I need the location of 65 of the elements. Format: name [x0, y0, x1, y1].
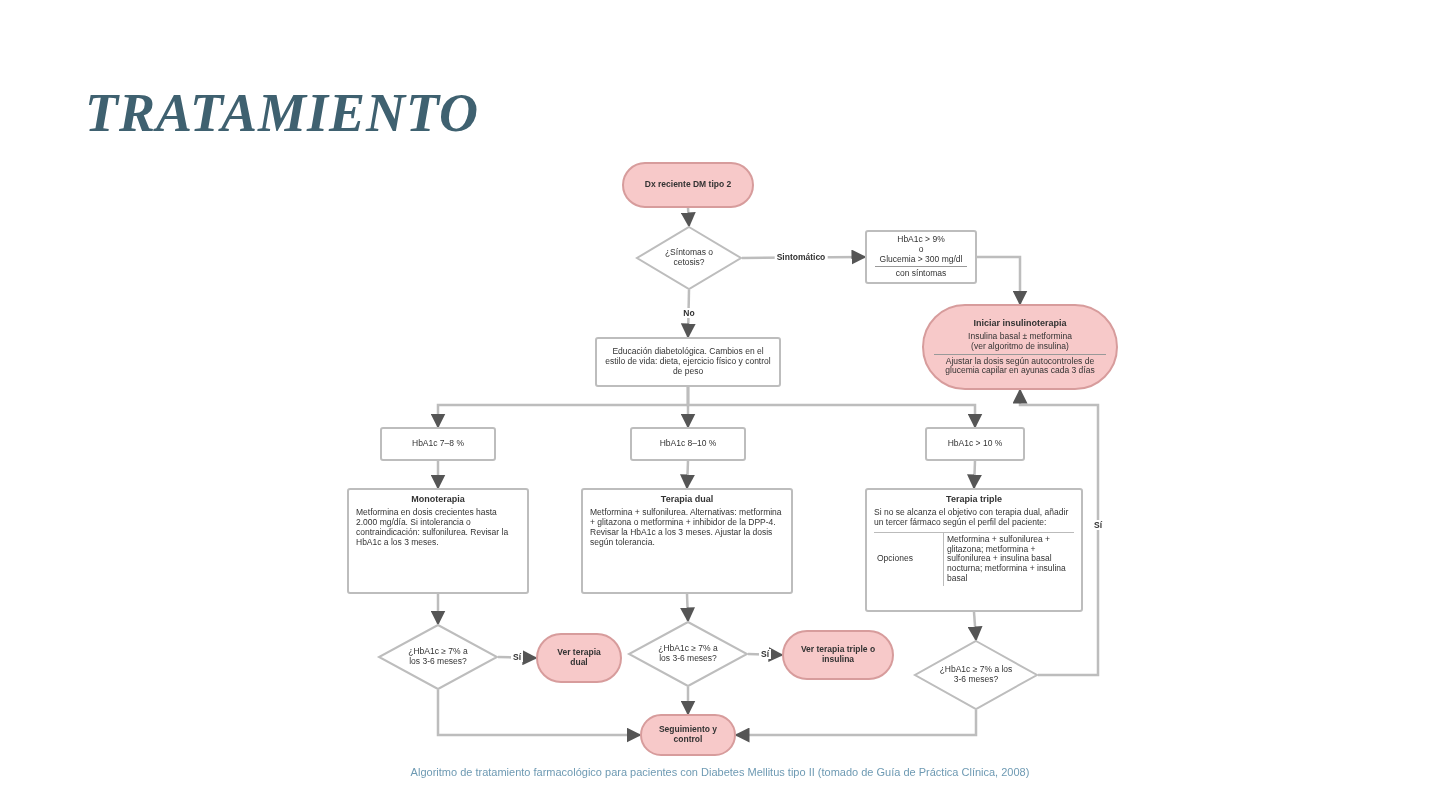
terminal-pill	[640, 714, 736, 756]
table-cell-text: Metformina + sulfonilurea + glitazona; metformina + sulfonilurea + insulina basal nocturna; metformina + insulina basal	[946, 532, 1067, 585]
node-text: ¿HbA1c ≥ 7% a los 3-6 meses?	[407, 647, 469, 667]
connector-arrow	[430, 461, 446, 490]
edge-label: No	[681, 308, 697, 318]
node-text: ¿Síntomas o cetosis?	[663, 248, 715, 268]
node-text: HbA1c > 10 %	[947, 439, 1003, 449]
process-box	[925, 427, 1025, 461]
terminal-pill	[782, 630, 894, 680]
process-box	[581, 488, 793, 594]
node-text: ¿HbA1c ≥ 7% a los 3-6 meses?	[938, 665, 1014, 685]
process-box	[865, 488, 1083, 612]
table-cell: Opciones	[874, 532, 944, 586]
process-box	[595, 337, 781, 387]
node-text: (ver algoritmo de insulina)	[971, 341, 1069, 352]
connector-arrow	[430, 594, 446, 626]
node-text: Ver terapia triple o insulina	[799, 645, 877, 665]
connector-arrow	[436, 690, 642, 743]
node-text: Glucemia > 300 mg/dl	[879, 254, 963, 265]
process-box	[630, 427, 746, 461]
edge-label: Sintomático	[774, 252, 828, 262]
decision-diamond	[628, 621, 748, 687]
node-text: Monoterapia	[410, 494, 466, 505]
node-text: Educación diabetológica. Cambios en el estilo de vida: dieta, ejercicio físico y control de peso	[605, 347, 771, 377]
connector-arrow	[680, 687, 696, 716]
node-text: Seguimiento y control	[657, 725, 719, 745]
decision-diamond	[636, 226, 742, 290]
node-text: Metformina en dosis crecientes hasta 2.000 mg/día. Si intolerancia o contraindicación: sulfonilurea. Revisar la HbA1c a los 3 meses.	[356, 508, 510, 548]
node-text: ¿HbA1c ≥ 7% a los 3-6 meses?	[657, 644, 719, 664]
edge-label: Sí	[511, 652, 523, 662]
node-text: HbA1c 7–8 %	[412, 439, 464, 449]
edge-label: Sí	[759, 649, 771, 659]
decision-diamond	[378, 624, 498, 690]
node-text: Insulina basal ± metformina	[968, 332, 1072, 342]
node-text: HbA1c > 9%	[897, 234, 945, 245]
node-text: Dx reciente DM tipo 2	[644, 180, 732, 190]
node-text: Iniciar insulinoterapia	[973, 317, 1067, 329]
decision-diamond	[914, 640, 1038, 710]
connector-arrow	[1012, 388, 1100, 677]
figure-caption: Algoritmo de tratamiento farmacológico para pacientes con Diabetes Mellitus tipo II (tomado de Guía de Práctica Clínica, 2008)	[409, 766, 1031, 778]
connector-arrow	[734, 710, 978, 743]
process-box	[865, 230, 977, 284]
terminal-pill	[536, 633, 622, 683]
connector-arrow	[680, 289, 696, 339]
node-text: Terapia dual	[659, 494, 715, 505]
node-text: Si no se alcanza el objetivo con terapia dual, añadir un tercer fármaco según el perfil del paciente:	[874, 508, 1070, 528]
connector-arrow	[977, 255, 1028, 306]
process-box	[380, 427, 496, 461]
node-text: HbA1c 8–10 %	[659, 439, 717, 449]
connector-arrow	[680, 593, 695, 623]
connector-arrow	[967, 611, 983, 642]
connector-arrow	[967, 460, 982, 490]
connector-arrow	[680, 460, 695, 490]
connector-arrow	[686, 387, 983, 429]
node-text: o	[918, 244, 924, 255]
node-text: con síntomas	[895, 269, 947, 280]
connector-arrow	[680, 207, 696, 228]
edge-label: Sí	[1092, 520, 1104, 530]
node-text: Ajustar la dosis según autocontroles de glucemia capilar en ayunas cada 3 días	[944, 356, 1096, 377]
node-text: Metformina + sulfonilurea. Alternativas: metformina + glitazona o metformina + inhibidor de la DPP-4. Revisar la HbA1c a los 3 meses. Ajustar la dosis según tolerancia.	[590, 508, 783, 548]
node-text: Terapia triple	[945, 494, 1003, 505]
process-box	[347, 488, 529, 594]
slide-title: TRATAMIENTO	[85, 82, 480, 144]
node-text: Ver terapia dual	[556, 648, 602, 668]
terminal-pill	[622, 162, 754, 208]
